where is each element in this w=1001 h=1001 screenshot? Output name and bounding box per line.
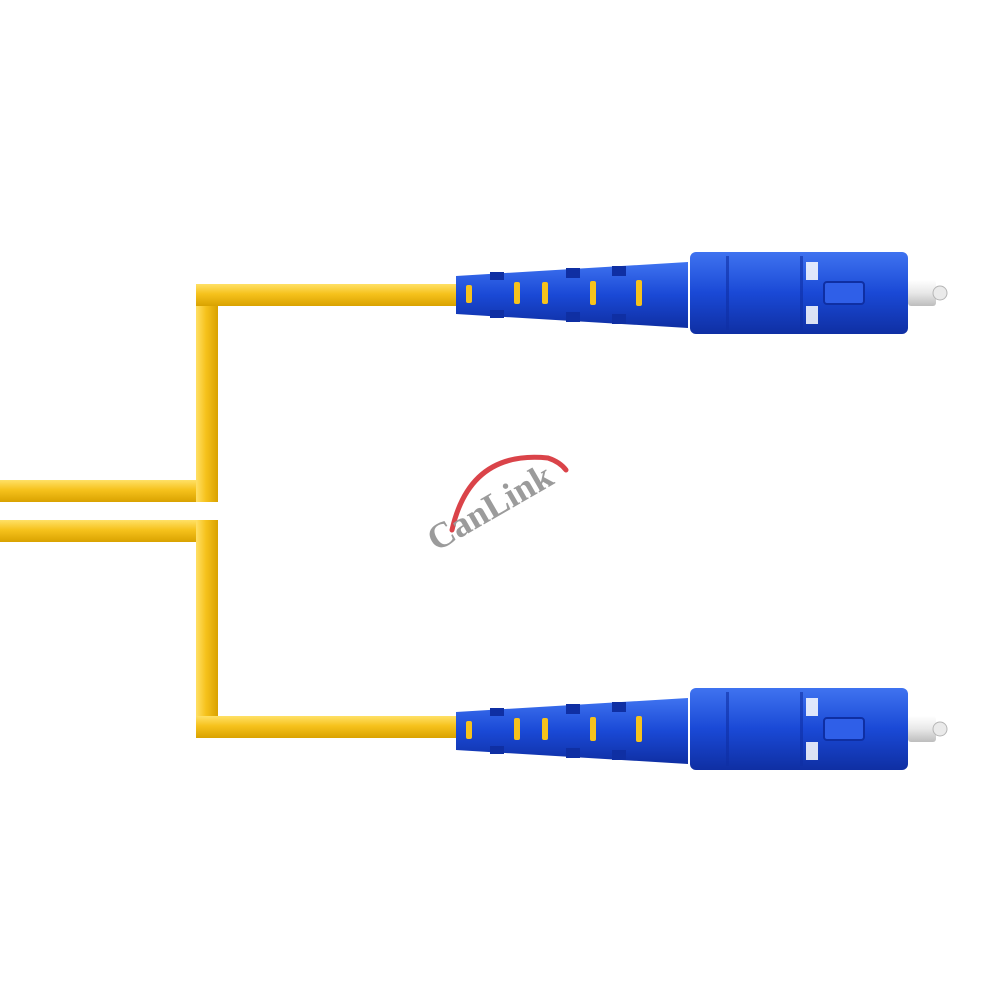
bottom-boot-slot (514, 718, 520, 740)
bottom-cable-right-segment (196, 716, 462, 738)
top-connector-housing (690, 252, 908, 334)
top-housing-line (800, 256, 803, 330)
sc-fiber-connector-icon (456, 688, 948, 770)
top-connector-ferrule (908, 280, 936, 306)
bottom-housing-key (806, 742, 818, 760)
top-boot-slot (514, 282, 520, 304)
logo-swoosh (449, 454, 569, 533)
bottom-boot-slot (636, 716, 642, 742)
canlink-logo: CanLink (420, 454, 569, 559)
bottom-housing-key (806, 698, 818, 716)
bottom-cable-vertical-segment (196, 520, 218, 738)
top-boot-slot (466, 285, 472, 303)
bottom-boot-notch (490, 708, 504, 716)
bottom-boot-slot (542, 718, 548, 740)
top-housing-line (726, 256, 729, 330)
top-cable-right-segment (196, 284, 462, 306)
bottom-boot-notch (612, 750, 626, 760)
bottom-boot-notch (566, 748, 580, 758)
bottom-ferrule-tip (932, 721, 948, 737)
top-housing-latch (823, 281, 865, 305)
top-boot-notch (566, 312, 580, 322)
top-cable (0, 284, 462, 502)
top-boot-notch (490, 310, 504, 318)
bottom-boot-notch (490, 746, 504, 754)
top-housing-key (806, 306, 818, 324)
bottom-housing-latch (823, 717, 865, 741)
top-boot-notch (490, 272, 504, 280)
top-housing-key (806, 262, 818, 280)
top-cable-left-segment (0, 480, 218, 502)
top-boot-slot (542, 282, 548, 304)
bottom-connector-ferrule (908, 716, 936, 742)
top-connector-boot (456, 262, 688, 328)
bottom-housing-line (800, 692, 803, 766)
top-boot-notch (566, 268, 580, 278)
bottom-boot-slot (590, 717, 596, 741)
bottom-housing-line (726, 692, 729, 766)
top-ferrule-tip (932, 285, 948, 301)
bottom-cable-left-segment (0, 520, 218, 542)
top-boot-slot (590, 281, 596, 305)
bottom-connector-boot (456, 698, 688, 764)
bottom-boot-notch (566, 704, 580, 714)
bottom-boot-slot (466, 721, 472, 739)
top-boot-notch (612, 314, 626, 324)
sc-fiber-connector-icon (456, 252, 948, 334)
top-boot-slot (636, 280, 642, 306)
bottom-boot-notch (612, 702, 626, 712)
top-cable-vertical-segment (196, 284, 218, 502)
bottom-connector-housing (690, 688, 908, 770)
bottom-cable (0, 520, 462, 738)
top-boot-notch (612, 266, 626, 276)
